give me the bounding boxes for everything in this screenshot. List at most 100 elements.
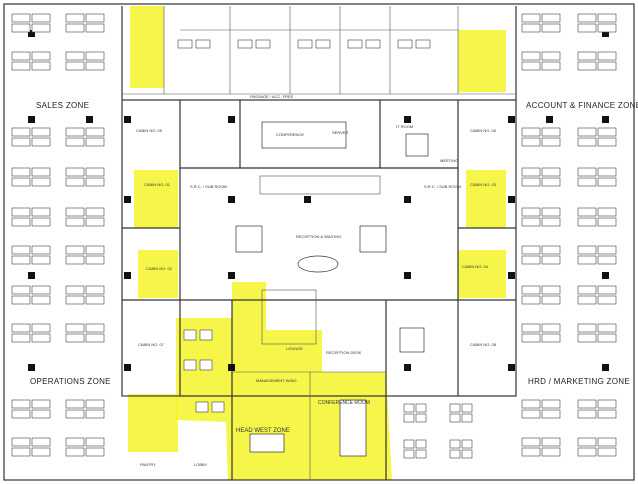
room-label-cabin-6: CABIN NO. 06	[470, 128, 497, 133]
workstation-desk	[85, 61, 105, 71]
workstation-desk	[85, 409, 105, 419]
workstation-desk	[11, 245, 31, 255]
workstation-desk	[597, 177, 617, 187]
workstation-desk	[449, 413, 461, 423]
workstation-desk	[11, 23, 31, 33]
building-walls	[3, 3, 635, 481]
room-label-reception-desk: RECEPTION DESK	[326, 350, 362, 355]
lounge-table	[399, 327, 425, 353]
workstation-desk	[597, 51, 617, 61]
workstation-desk	[597, 255, 617, 265]
highlight-cabin-left-lower	[138, 250, 178, 298]
workstation-desk	[11, 217, 31, 227]
column	[546, 116, 553, 123]
column	[602, 272, 609, 279]
workstation-desk	[85, 207, 105, 217]
workstation-desk	[11, 51, 31, 61]
workstation-desk	[85, 285, 105, 295]
room-label-server: SERVER	[332, 130, 348, 135]
column	[404, 364, 411, 371]
workstation-desk	[541, 23, 561, 33]
zone-label-sales: SALES ZONE	[36, 101, 89, 110]
workstation-desk	[199, 329, 213, 341]
highlight-layer	[128, 6, 506, 480]
workstation-desk	[521, 285, 541, 295]
workstation-desk	[541, 167, 561, 177]
workstation-desk	[65, 285, 85, 295]
workstation-desk	[541, 61, 561, 71]
workstation-desk	[85, 245, 105, 255]
workstation-desk	[11, 127, 31, 137]
workstation-desk	[449, 403, 461, 413]
room-label-management: MANAGEMENT WING	[256, 378, 297, 383]
workstation-desk	[11, 409, 31, 419]
workstation-desk	[521, 207, 541, 217]
zone-label-conference-room: CONFERENCE ROOM	[318, 400, 370, 406]
workstation-row	[259, 175, 381, 195]
zone-labels: SALES ZONE ACCOUNT & FINANCE ZONE OPERAT…	[30, 101, 638, 434]
workstation-desk	[577, 447, 597, 457]
column	[28, 272, 35, 279]
workstation-desk	[11, 285, 31, 295]
workstation-desk	[183, 329, 197, 341]
workstation-desk	[521, 295, 541, 305]
workstation-desk	[541, 295, 561, 305]
workstation-desk	[11, 333, 31, 343]
workstation-desk	[577, 399, 597, 409]
workstation-desk	[521, 127, 541, 137]
column	[228, 196, 235, 203]
workstation-desk	[577, 245, 597, 255]
workstation-desk	[85, 437, 105, 447]
room-label-reception: RECEPTION & WAITING	[296, 234, 341, 239]
workstation-desk	[65, 217, 85, 227]
workstation-desk	[65, 295, 85, 305]
workstation-desk	[541, 399, 561, 409]
workstation-desk	[195, 401, 209, 413]
workstation-desk	[449, 439, 461, 449]
workstation-desk	[597, 447, 617, 457]
workstation-desk	[597, 323, 617, 333]
workstation-desk	[461, 403, 473, 413]
column	[404, 272, 411, 279]
workstation-desk	[577, 127, 597, 137]
workstation-desk	[31, 127, 51, 137]
workstation-desk	[397, 39, 413, 49]
workstation-desk	[521, 399, 541, 409]
workstation-desk	[415, 449, 427, 459]
workstation-desk	[31, 447, 51, 457]
structural-columns	[28, 30, 609, 371]
workstation-desk	[541, 207, 561, 217]
meeting-table	[405, 133, 429, 157]
workstation-desk	[577, 323, 597, 333]
workstation-desk	[65, 399, 85, 409]
workstation-desk	[31, 285, 51, 295]
column	[124, 272, 131, 279]
workstation-desk	[597, 437, 617, 447]
workstation-desk	[31, 137, 51, 147]
workstation-desk	[11, 447, 31, 457]
workstation-desk	[85, 217, 105, 227]
workstation-desk	[577, 167, 597, 177]
workstation-desk	[577, 295, 597, 305]
workstation-desk	[597, 409, 617, 419]
zone-label-hrd-marketing: HRD / MARKETING ZONE	[528, 377, 630, 386]
workstation-desk	[11, 137, 31, 147]
room-label-cabin-3: CABIN NO. 03	[470, 182, 497, 187]
workstation-desk	[577, 13, 597, 23]
workstation-desk	[597, 137, 617, 147]
workstation-desk	[65, 61, 85, 71]
workstation-desk	[65, 245, 85, 255]
conference-table	[261, 121, 347, 149]
room-label-cabin-5: CABIN NO. 05	[136, 128, 163, 133]
workstation-desk	[65, 167, 85, 177]
workstation-desk	[461, 449, 473, 459]
workstation-desk	[65, 447, 85, 457]
room-label-passage: PASSAGE / ACC. FREE	[250, 94, 294, 99]
room-label-pantry: PANTRY	[140, 462, 156, 467]
workstation-desk	[403, 403, 415, 413]
workstation-desk	[177, 39, 193, 49]
workstation-desk	[11, 167, 31, 177]
column	[28, 364, 35, 371]
workstation-desk	[211, 401, 225, 413]
workstation-desk	[577, 285, 597, 295]
